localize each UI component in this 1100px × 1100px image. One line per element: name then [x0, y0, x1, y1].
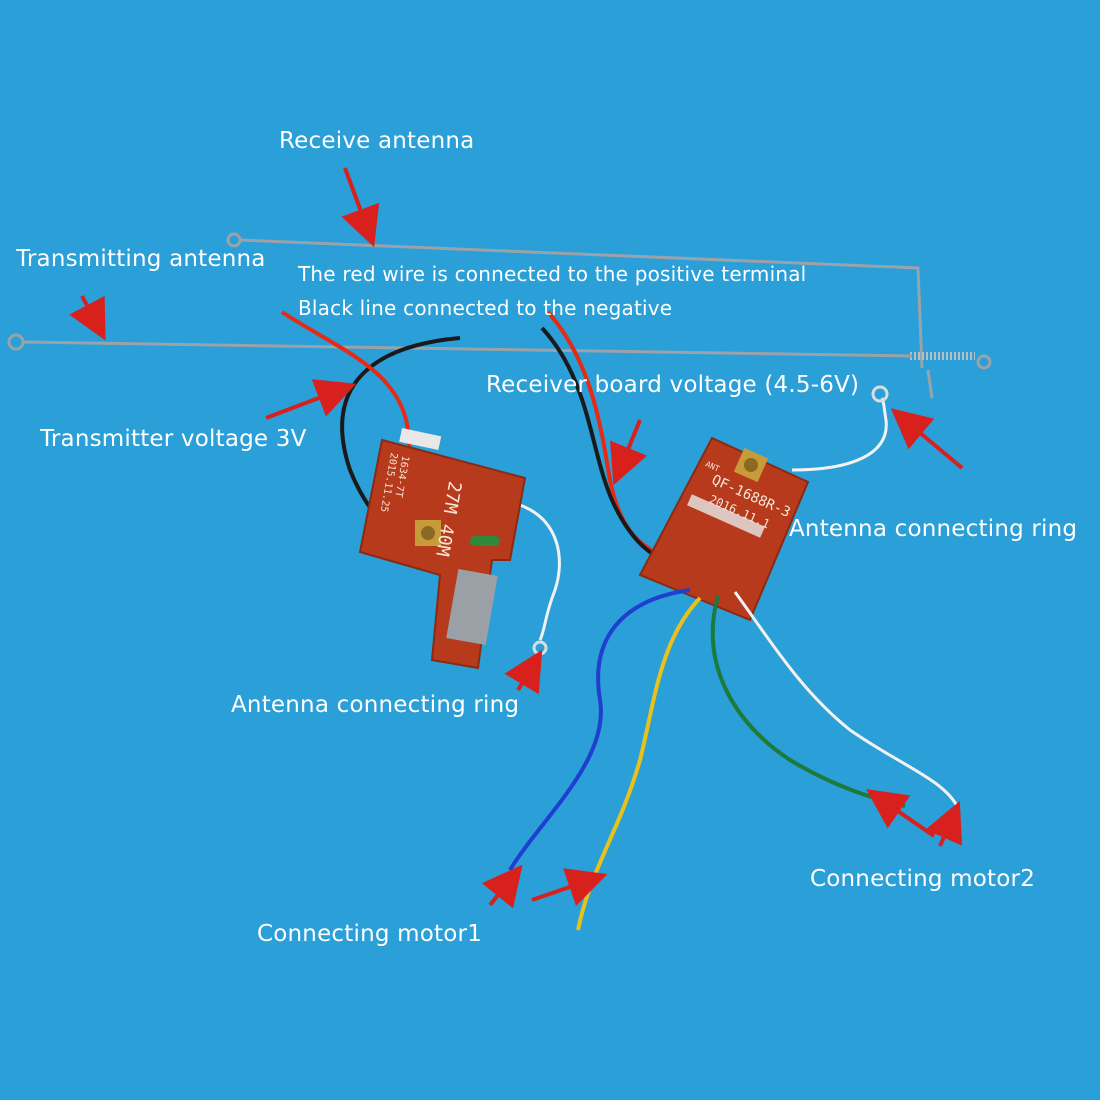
motor1-label: Connecting motor1	[257, 921, 483, 947]
tx-antenna-ring-label: Antenna connecting ring	[231, 692, 520, 718]
arrow-motor2-white	[925, 801, 962, 847]
arrow-motor1-yellow	[531, 868, 608, 907]
transmitter-board: 27M 40M 2015.11.25 1634-7T	[358, 428, 527, 670]
arrow-motor1-blue	[481, 864, 523, 909]
motor2-green-wire	[710, 595, 906, 808]
annotation-arrows	[69, 167, 964, 909]
red-wire-note-label: The red wire is connected to the positiv…	[298, 262, 807, 286]
motor2-white-wire	[733, 591, 960, 809]
rx-white-antenna-wire	[791, 397, 888, 472]
receiver-voltage-label: Receiver board voltage (4.5-6V)	[486, 372, 860, 398]
arrow-transmitting-antenna	[69, 295, 106, 341]
receiver-board: QF-1688R-3 2016.11.1 ANT	[638, 436, 810, 622]
rx-red-wire	[546, 310, 661, 557]
tx-white-wire	[519, 503, 561, 641]
arrow-motor2-green	[866, 789, 936, 838]
receive-antenna-label: Receive antenna	[279, 128, 475, 154]
rx-antenna-ring-label: Antenna connecting ring	[789, 516, 1078, 542]
rx-antenna-ring	[871, 385, 889, 403]
black-wire-note-label: Black line connected to the negative	[298, 296, 673, 320]
motor1-yellow-wire	[576, 596, 702, 931]
motor1-blue-wire	[508, 588, 691, 872]
arrow-rx-antenna-ring	[890, 408, 964, 470]
arrow-receive-antenna	[341, 167, 380, 248]
arrow-tx-antenna-ring	[504, 649, 543, 695]
transmitting-antenna	[7, 333, 913, 358]
motor2-label: Connecting motor2	[810, 866, 1036, 892]
tx-antenna-ring	[532, 640, 548, 656]
transmitting-antenna-label: Transmitting antenna	[16, 246, 266, 272]
rx-black-wire	[540, 326, 669, 564]
receive-antenna	[226, 232, 992, 399]
arrow-receiver-voltage	[610, 419, 648, 486]
arrow-transmitter-voltage	[265, 379, 357, 420]
transmitter-voltage-label: Transmitter voltage 3V	[40, 426, 307, 452]
